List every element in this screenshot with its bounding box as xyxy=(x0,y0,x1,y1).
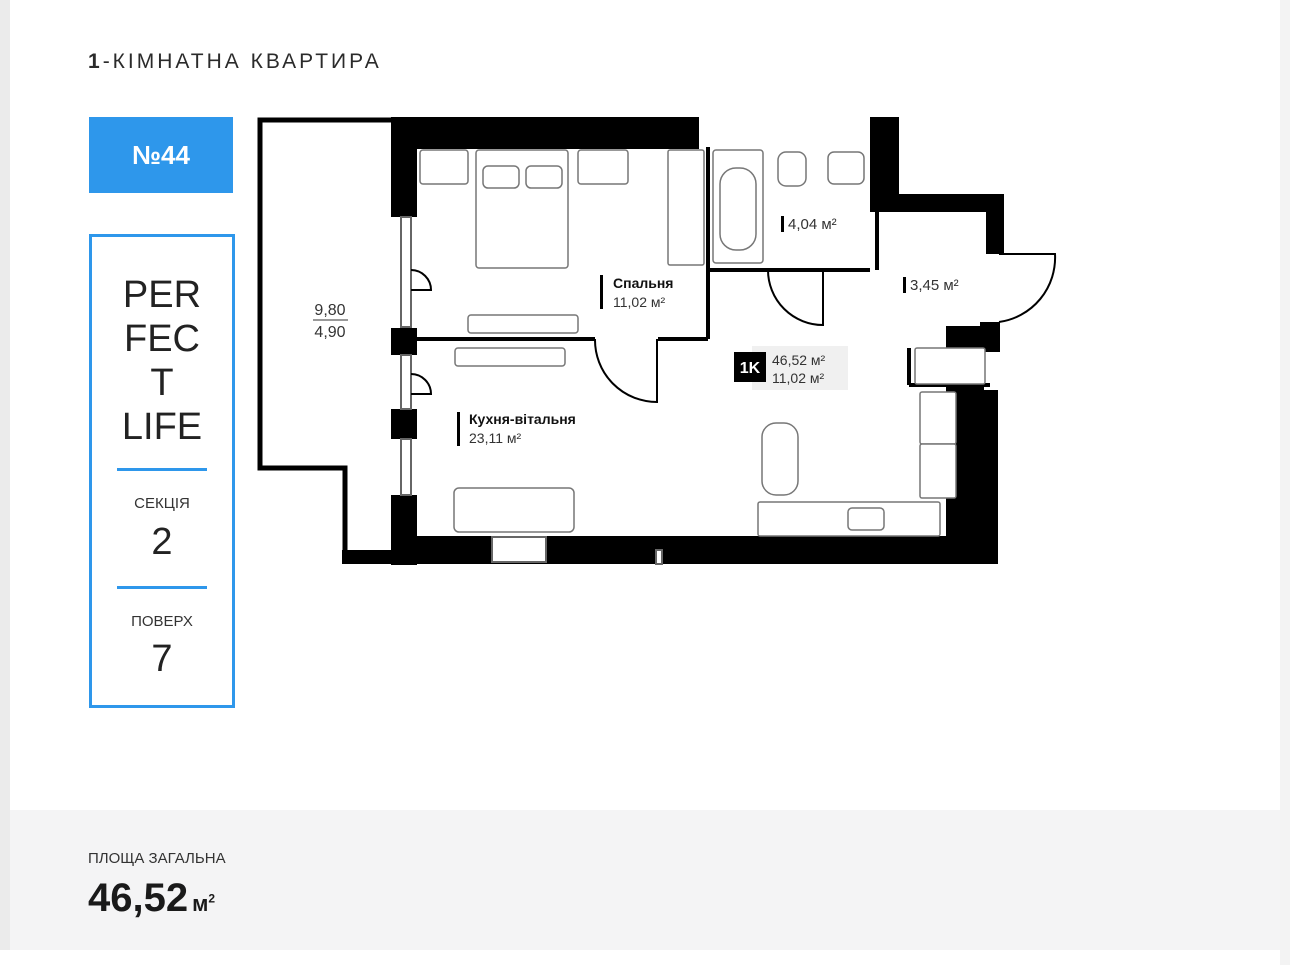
apartment-number: №44 xyxy=(132,139,190,170)
apartment-type-text: -КІМНАТНА КВАРТИРА xyxy=(102,50,382,73)
door-arcs xyxy=(410,253,1057,404)
area-unit-sup: 2 xyxy=(208,891,216,906)
total-area-value: 46,52 xyxy=(88,876,189,920)
total-area-unit: м2 xyxy=(192,891,215,916)
room-labels: 9,80 4,90 Спальня 11,02 м² Кухня-вітальн… xyxy=(313,216,959,446)
right-edge xyxy=(1280,0,1290,965)
kitchen-name: Кухня-вітальня xyxy=(469,411,576,427)
section-value: 2 xyxy=(151,521,173,563)
total-area-label: ПЛОЩА ЗАГАЛЬНА xyxy=(88,850,226,867)
room-count: 1 xyxy=(88,50,103,73)
brand-logo: PER FEC T LIFE xyxy=(92,273,232,449)
windows xyxy=(400,216,663,565)
apartment-number-badge: №44 xyxy=(89,117,233,193)
floor-label: ПОВЕРХ xyxy=(131,613,193,630)
floor-value: 7 xyxy=(151,638,173,680)
info-box: PER FEC T LIFE СЕКЦІЯ 2 ПОВЕРХ 7 xyxy=(89,234,235,708)
brand-line: LIFE xyxy=(121,406,203,448)
bathroom-area: 4,04 м² xyxy=(788,216,837,233)
info-divider xyxy=(117,586,207,589)
hall-area: 3,45 м² xyxy=(910,277,959,294)
furniture xyxy=(419,149,986,537)
badge-total-area: 46,52 м² xyxy=(772,352,826,368)
area-panel xyxy=(10,810,1280,950)
bottom-strip xyxy=(0,950,1290,965)
bedroom-area: 11,02 м² xyxy=(613,294,666,310)
kitchen-area: 23,11 м² xyxy=(469,430,522,446)
info-divider xyxy=(117,468,207,471)
brand-line: T xyxy=(150,362,174,404)
balcony-area: 9,80 xyxy=(314,302,345,319)
balcony-area-2: 4,90 xyxy=(314,324,345,341)
brand-line: PER xyxy=(122,274,202,316)
bedroom-name: Спальня xyxy=(613,275,673,291)
section-label: СЕКЦІЯ xyxy=(134,495,190,512)
apartment-type-heading: 1-КІМНАТНА КВАРТИРА xyxy=(88,50,382,74)
area-unit-text: м xyxy=(192,891,209,916)
interior-walls xyxy=(415,147,990,387)
brand-line: FEC xyxy=(124,318,200,360)
floor-plan: 9,80 4,90 Спальня 11,02 м² Кухня-вітальн… xyxy=(257,117,1057,565)
badge-living-area: 11,02 м² xyxy=(772,370,825,386)
unit-badge: 1K xyxy=(740,360,761,377)
